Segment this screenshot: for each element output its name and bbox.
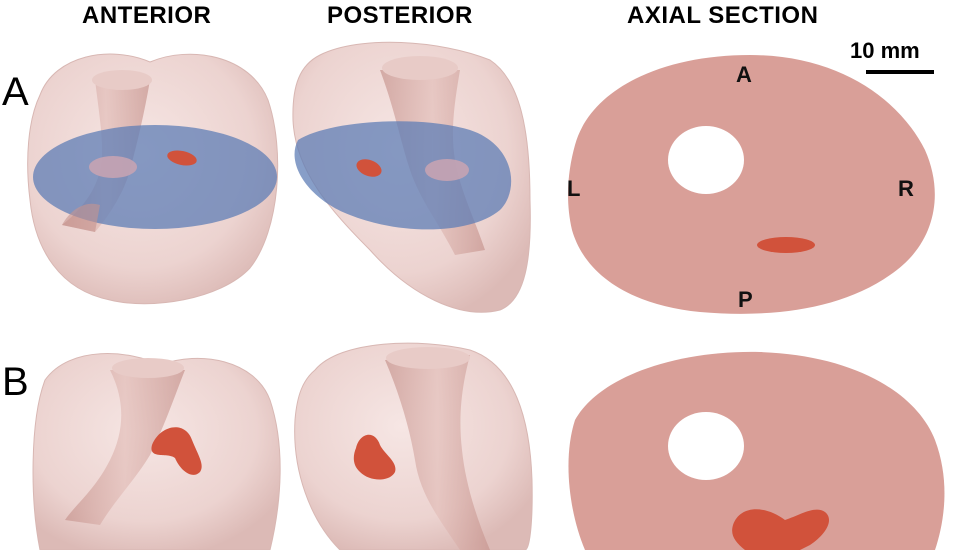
orientation-posterior-label: P	[738, 287, 753, 312]
scale-bar-label: 10 mm	[850, 38, 920, 63]
canal-hole-b	[668, 412, 744, 480]
axial-plane-posterior-a	[294, 121, 512, 230]
tissue-section-a	[568, 55, 935, 314]
axial-plane-anterior-a	[33, 125, 277, 229]
row-label-a: A	[2, 70, 29, 114]
tumor-anterior-a	[167, 150, 197, 166]
canal-opening-posterior-b	[386, 347, 470, 369]
canal-anterior-b	[65, 370, 185, 525]
canal-opening-anterior-b	[112, 358, 184, 378]
canal-section-anterior-a	[89, 156, 137, 178]
tumor-section-b	[732, 509, 830, 550]
canal-posterior-b	[385, 355, 490, 550]
scale-bar	[866, 70, 934, 74]
canal-section-posterior-a	[425, 159, 469, 181]
anterior-model-a	[27, 53, 279, 305]
orientation-left-label: L	[567, 176, 581, 201]
axial-section-a	[568, 55, 935, 314]
canal-hole-a	[668, 126, 744, 194]
tumor-section-a	[757, 237, 815, 253]
canal-opening-posterior-a	[382, 56, 458, 80]
posterior-model-a	[292, 41, 531, 313]
orientation-anterior-label: A	[736, 62, 752, 87]
anterior-model-b	[32, 353, 281, 550]
column-header-posterior: POSTERIOR	[327, 2, 473, 29]
tumor-anterior-b	[151, 427, 202, 475]
axial-section-b	[568, 351, 945, 550]
canal-opening-anterior-a	[92, 70, 152, 90]
canal-lower-anterior-a	[62, 203, 100, 232]
posterior-model-b	[294, 342, 533, 550]
column-header-anterior: ANTERIOR	[82, 2, 212, 29]
column-header-axial-section: AXIAL SECTION	[627, 2, 819, 29]
orientation-right-label: R	[898, 176, 914, 201]
tissue-section-b	[568, 351, 945, 550]
tumor-posterior-b	[353, 434, 396, 480]
tumor-posterior-a	[356, 159, 382, 177]
row-label-b: B	[2, 360, 29, 404]
